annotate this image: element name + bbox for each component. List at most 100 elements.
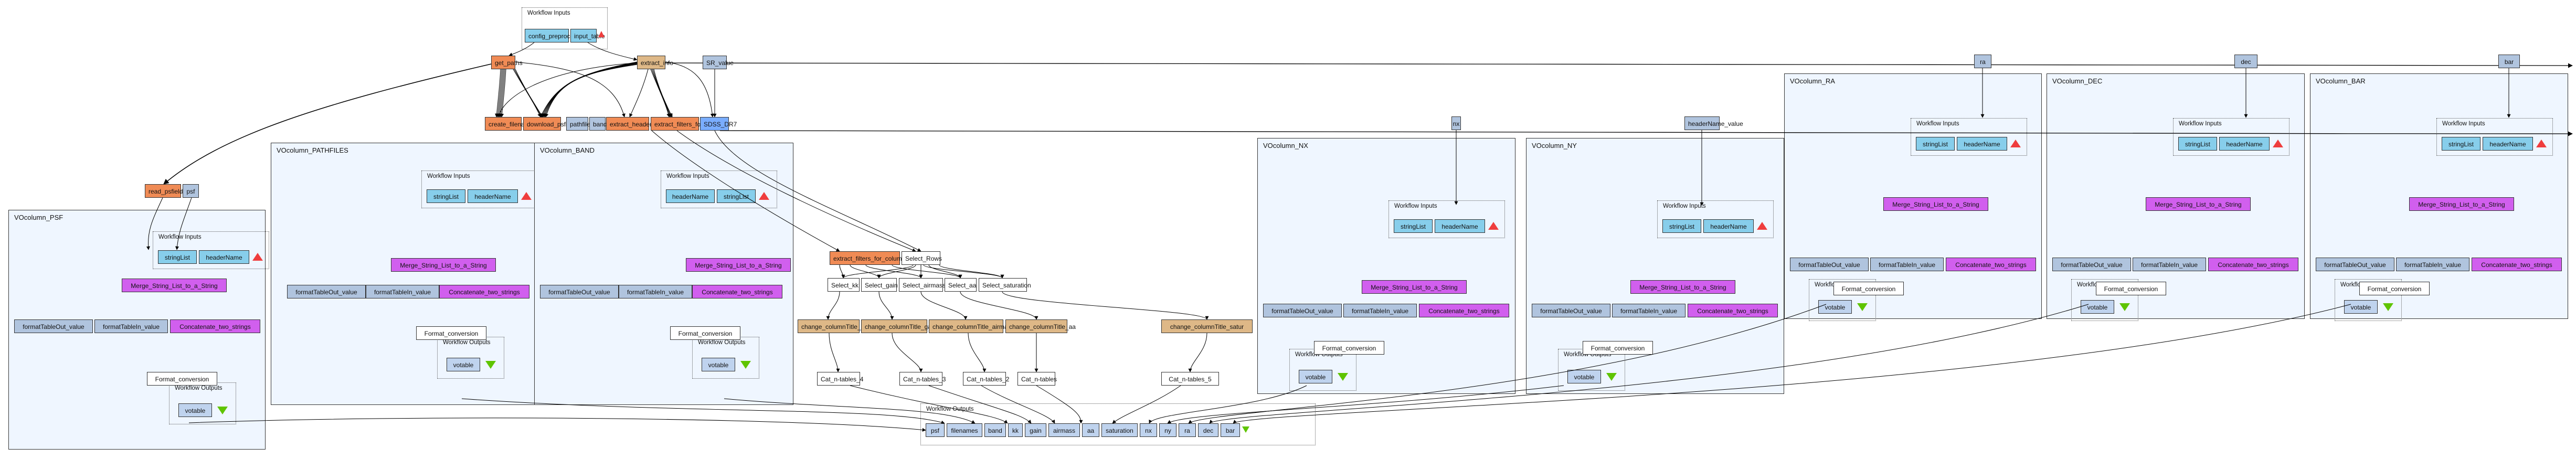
format-conversion-node[interactable]: Format_conversion bbox=[147, 372, 217, 386]
node-nx[interactable]: nx bbox=[1451, 116, 1461, 130]
node-ra[interactable]: ra bbox=[1974, 55, 1991, 68]
node-select-gain[interactable]: Select_gain bbox=[861, 278, 898, 292]
input-stringlist[interactable]: stringList bbox=[2442, 137, 2480, 151]
output-votable[interactable]: votable bbox=[702, 358, 735, 371]
node-extract-filters-for-rows[interactable]: extract_filters_for_rows bbox=[651, 117, 719, 131]
merge-string-list-node[interactable]: Merge_String_List_to_a_String bbox=[122, 279, 227, 292]
format-table-in-node[interactable]: formatTableIn_value bbox=[1612, 304, 1685, 317]
node-change-title-airmass[interactable]: change_columnTitle_airmass bbox=[929, 319, 1014, 333]
merge-string-list-node[interactable]: Merge_String_List_to_a_String bbox=[2146, 197, 2251, 211]
final-output-gain[interactable]: gain bbox=[1025, 423, 1046, 437]
format-conversion-node[interactable]: Format_conversion bbox=[1314, 341, 1384, 355]
node-change-title-aa[interactable]: change_columnTitle_aa bbox=[1005, 319, 1076, 333]
node-select-kk[interactable]: Select_kk bbox=[828, 278, 860, 292]
merge-string-list-node[interactable]: Merge_String_List_to_a_String bbox=[1362, 280, 1467, 294]
output-votable[interactable]: votable bbox=[178, 403, 212, 417]
format-table-in-node[interactable]: formatTableIn_value bbox=[619, 285, 692, 298]
format-conversion-node[interactable]: Format_conversion bbox=[2096, 282, 2166, 295]
input-headername[interactable]: headerName bbox=[2483, 137, 2533, 151]
input-stringlist[interactable]: stringList bbox=[717, 189, 756, 203]
output-votable[interactable]: votable bbox=[2081, 300, 2114, 314]
merge-string-list-node[interactable]: Merge_String_List_to_a_String bbox=[1883, 197, 1988, 211]
output-votable[interactable]: votable bbox=[447, 358, 480, 371]
node-select-saturation[interactable]: Select_saturation bbox=[979, 278, 1031, 292]
node-extract-info[interactable]: extract_info bbox=[637, 56, 673, 69]
final-output-airmass[interactable]: airmass bbox=[1048, 423, 1080, 437]
final-output-dec[interactable]: dec bbox=[1198, 423, 1218, 437]
concatenate-strings-node[interactable]: Concatenate_two_strings bbox=[170, 319, 260, 333]
merge-string-list-node[interactable]: Merge_String_List_to_a_String bbox=[391, 258, 496, 272]
final-output-bar[interactable]: bar bbox=[1221, 423, 1240, 437]
format-table-in-node[interactable]: formatTableIn_value bbox=[2133, 258, 2206, 271]
node-pathfiles[interactable]: pathfiles bbox=[566, 117, 593, 131]
final-output-ny[interactable]: ny bbox=[1159, 423, 1176, 437]
input-headername[interactable]: headerName bbox=[1957, 137, 2007, 151]
format-table-out-node[interactable]: formatTableOut_value bbox=[14, 319, 93, 333]
input-stringlist[interactable]: stringList bbox=[158, 250, 197, 264]
concatenate-strings-node[interactable]: Concatenate_two_strings bbox=[1419, 304, 1509, 317]
format-table-out-node[interactable]: formatTableOut_value bbox=[1790, 258, 1869, 271]
format-table-out-node[interactable]: formatTableOut_value bbox=[2052, 258, 2131, 271]
format-table-in-node[interactable]: formatTableIn_value bbox=[94, 319, 168, 333]
format-conversion-node[interactable]: Format_conversion bbox=[1583, 341, 1653, 355]
concatenate-strings-node[interactable]: Concatenate_two_strings bbox=[2472, 258, 2562, 271]
input-stringlist[interactable]: stringList bbox=[427, 189, 465, 203]
concatenate-strings-node[interactable]: Concatenate_two_strings bbox=[1946, 258, 2036, 271]
input-headername[interactable]: headerName bbox=[2219, 137, 2270, 151]
node-band[interactable]: band bbox=[589, 117, 607, 131]
format-conversion-node[interactable]: Format_conversion bbox=[1833, 282, 1904, 295]
node-change-title-kk[interactable]: change_columnTitle_kk bbox=[798, 319, 867, 333]
format-table-out-node[interactable]: formatTableOut_value bbox=[287, 285, 366, 298]
node-create-filenames[interactable]: create_filenames bbox=[485, 117, 536, 131]
node-cat-n-tables-5[interactable]: Cat_n-tables_5 bbox=[1161, 372, 1219, 386]
merge-string-list-node[interactable]: Merge_String_List_to_a_String bbox=[2409, 197, 2514, 211]
final-output-kk[interactable]: kk bbox=[1008, 423, 1023, 437]
node-change-title-satur[interactable]: change_columnTitle_satur bbox=[1161, 319, 1253, 333]
format-table-out-node[interactable]: formatTableOut_value bbox=[1532, 304, 1610, 317]
final-output-ra[interactable]: ra bbox=[1179, 423, 1196, 437]
node-select-rows[interactable]: Select_Rows bbox=[902, 251, 942, 265]
output-votable[interactable]: votable bbox=[1299, 370, 1332, 383]
input-stringlist[interactable]: stringList bbox=[1916, 137, 1955, 151]
merge-string-list-node[interactable]: Merge_String_List_to_a_String bbox=[1630, 280, 1735, 294]
node-change-title-gain[interactable]: change_columnTitle_gain bbox=[861, 319, 936, 333]
node-cat-n-tables-2[interactable]: Cat_n-tables_2 bbox=[963, 372, 1009, 386]
node-cat-n-tables[interactable]: Cat_n-tables bbox=[1017, 372, 1057, 386]
node-bar[interactable]: bar bbox=[2498, 55, 2520, 68]
format-table-in-node[interactable]: formatTableIn_value bbox=[1870, 258, 1944, 271]
final-output-band[interactable]: band bbox=[984, 423, 1006, 437]
input-stringlist[interactable]: stringList bbox=[1662, 219, 1701, 233]
node-sr-value[interactable]: SR_value bbox=[703, 56, 734, 69]
final-output-saturation[interactable]: saturation bbox=[1101, 423, 1138, 437]
node-read-psfield[interactable]: read_psfield bbox=[145, 184, 183, 198]
format-table-in-node[interactable]: formatTableIn_value bbox=[1343, 304, 1417, 317]
input-headername[interactable]: headerName bbox=[1703, 219, 1754, 233]
node-select-aa[interactable]: Select_aa bbox=[945, 278, 977, 292]
concatenate-strings-node[interactable]: Concatenate_two_strings bbox=[692, 285, 782, 298]
input-headername[interactable]: headerName bbox=[666, 189, 715, 203]
format-table-out-node[interactable]: formatTableOut_value bbox=[1263, 304, 1342, 317]
node-headername-value[interactable]: headerName_value bbox=[1684, 116, 1743, 130]
format-conversion-node[interactable]: Format_conversion bbox=[416, 326, 486, 340]
input-input-table[interactable]: input_table bbox=[570, 29, 605, 42]
format-conversion-node[interactable]: Format_conversion bbox=[670, 326, 740, 340]
node-select-airmass[interactable]: Select_airmass bbox=[899, 278, 946, 292]
concatenate-strings-node[interactable]: Concatenate_two_strings bbox=[439, 285, 529, 298]
concatenate-strings-node[interactable]: Concatenate_two_strings bbox=[2208, 258, 2298, 271]
node-extract-header-band[interactable]: extract_header_band bbox=[606, 117, 669, 131]
output-votable[interactable]: votable bbox=[1567, 370, 1601, 383]
final-output-nx[interactable]: nx bbox=[1140, 423, 1157, 437]
node-dec[interactable]: dec bbox=[2234, 55, 2257, 68]
input-stringlist[interactable]: stringList bbox=[1394, 219, 1433, 233]
format-table-out-node[interactable]: formatTableOut_value bbox=[2316, 258, 2394, 271]
final-output-aa[interactable]: aa bbox=[1082, 423, 1099, 437]
format-table-in-node[interactable]: formatTableIn_value bbox=[2396, 258, 2469, 271]
node-get-paths[interactable]: get_paths bbox=[491, 56, 523, 69]
node-cat-n-tables-4[interactable]: Cat_n-tables_4 bbox=[817, 372, 863, 386]
concatenate-strings-node[interactable]: Concatenate_two_strings bbox=[1688, 304, 1778, 317]
format-table-in-node[interactable]: formatTableIn_value bbox=[366, 285, 439, 298]
output-votable[interactable]: votable bbox=[2344, 300, 2378, 314]
input-stringlist[interactable]: stringList bbox=[2178, 137, 2217, 151]
format-conversion-node[interactable]: Format_conversion bbox=[2359, 282, 2430, 295]
node-cat-n-tables-3[interactable]: Cat_n-tables_3 bbox=[899, 372, 946, 386]
